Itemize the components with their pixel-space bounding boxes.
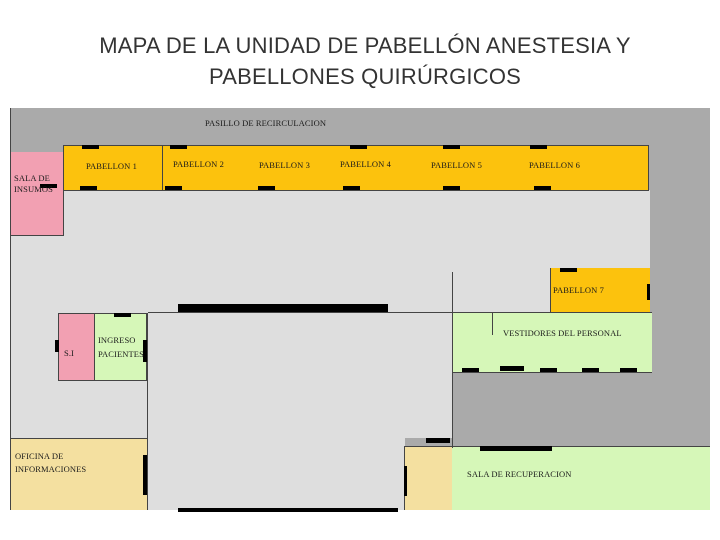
door <box>582 368 599 372</box>
door <box>500 366 524 371</box>
door <box>165 186 182 190</box>
label-corridor: PASILLO DE RECIRCULACION <box>205 118 327 128</box>
door <box>560 268 577 272</box>
sala-insumos-room <box>10 152 64 235</box>
label-ingreso-pacientes: INGRESO PACIENTES <box>98 335 144 359</box>
wall-line <box>63 145 64 235</box>
door <box>80 186 97 190</box>
door <box>82 145 99 149</box>
door <box>178 304 388 312</box>
si-room <box>58 313 95 380</box>
label-pabellon-2: PABELLON 2 <box>173 159 224 169</box>
wall-line <box>550 268 551 312</box>
door <box>443 186 460 190</box>
wall-line <box>492 313 493 335</box>
door <box>178 508 398 512</box>
wall-line <box>148 312 652 313</box>
door <box>620 368 637 372</box>
label-si: S.I <box>64 348 74 358</box>
wall-line <box>58 380 147 381</box>
label-pabellon-4: PABELLON 4 <box>340 159 391 169</box>
door <box>170 145 187 149</box>
label-oficina: OFICINA DE INFORMACIONES <box>15 451 87 474</box>
door <box>55 340 59 352</box>
door <box>647 284 650 300</box>
label-pabellon-3: PABELLON 3 <box>259 160 310 170</box>
title-line-2: PABELLONES QUIRÚRGICOS <box>208 64 522 89</box>
wall-line <box>162 145 163 190</box>
label-vestidores: VESTIDORES DEL PERSONAL <box>503 328 622 338</box>
pabellon-7-room <box>550 268 650 312</box>
page-title: MAPA DE LA UNIDAD DE PABELLÓN ANESTESIA … <box>0 30 720 92</box>
label-pabellon-6: PABELLON 6 <box>529 160 580 170</box>
wall-line <box>94 313 95 380</box>
door <box>530 145 547 149</box>
wall-line <box>10 235 64 236</box>
door <box>114 313 131 317</box>
door <box>143 455 147 495</box>
wall-line <box>58 313 147 314</box>
door <box>258 186 275 190</box>
title-line-1: MAPA DE LA UNIDAD DE PABELLÓN ANESTESIA … <box>99 33 631 58</box>
label-pabellon-5: PABELLON 5 <box>431 160 482 170</box>
ingreso-pacientes-room <box>95 313 147 380</box>
door <box>343 186 360 190</box>
wall-line <box>452 272 453 448</box>
door <box>350 145 367 149</box>
wall-line <box>147 313 148 510</box>
central-corridor-block <box>452 372 710 446</box>
wall-line <box>452 372 652 373</box>
wall-line <box>10 108 11 510</box>
door <box>443 145 460 149</box>
label-pabellon-1: PABELLON 1 <box>86 161 137 171</box>
door <box>462 368 479 372</box>
door <box>534 186 551 190</box>
label-sala-insumos: SALA DE INSUMOS <box>14 173 53 194</box>
wall-line <box>64 190 649 191</box>
door <box>143 340 147 362</box>
door <box>404 466 407 496</box>
tan-room-right <box>404 446 452 510</box>
pabellon-row <box>64 145 649 190</box>
oficina-informaciones-room <box>10 438 147 510</box>
sala-recuperacion-room <box>452 446 710 510</box>
vestidores-room <box>452 312 652 372</box>
door <box>480 446 552 451</box>
door <box>426 438 450 443</box>
lower-floor-area <box>148 436 405 510</box>
door <box>540 368 557 372</box>
label-recuperacion: SALA DE RECUPERACION <box>467 469 572 479</box>
door <box>40 184 57 188</box>
label-pabellon-7: PABELLON 7 <box>553 285 604 295</box>
wall-line <box>10 438 147 439</box>
wall-line <box>648 145 649 190</box>
wall-line <box>404 446 710 447</box>
